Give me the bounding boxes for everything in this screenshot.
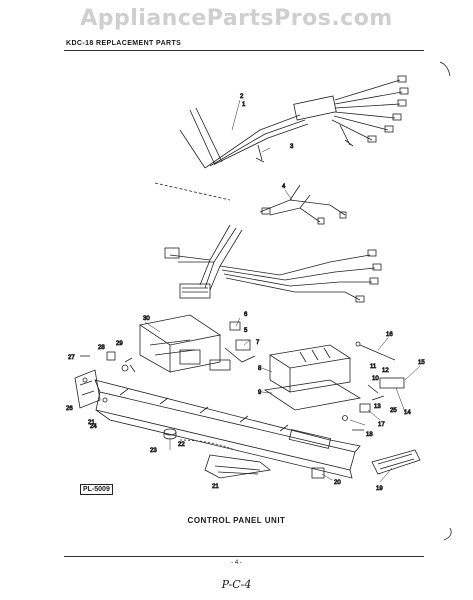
label-part-17: 17	[378, 422, 385, 428]
label-part-4: 4	[282, 184, 286, 190]
switch-parts	[209, 321, 256, 371]
label-part-13: 13	[374, 404, 381, 410]
footer-rule	[64, 556, 424, 557]
label-part-22: 22	[178, 442, 185, 448]
wire-harness-upper	[179, 75, 409, 169]
label-part-2: 2	[240, 94, 244, 100]
label-part-10: 10	[372, 376, 379, 382]
label-part-6: 6	[244, 312, 248, 318]
label-part-21-left: 21	[88, 420, 95, 426]
label-part-15: 15	[418, 360, 425, 366]
right-hardware	[342, 341, 405, 431]
label-part-30: 30	[143, 316, 150, 322]
label-part-20: 20	[334, 480, 341, 486]
handwritten-note: P-C-4	[221, 578, 252, 591]
label-part-16: 16	[386, 332, 393, 338]
right-end-piece	[371, 449, 421, 475]
label-part-23: 23	[150, 448, 157, 454]
wire-harness-lower	[164, 224, 382, 303]
control-panel-bar	[94, 379, 361, 479]
label-part-5: 5	[244, 328, 248, 334]
label-part-11: 11	[370, 364, 377, 370]
page-header-title: KDC-18 REPLACEMENT PARTS	[66, 40, 182, 47]
header-rule	[64, 50, 424, 51]
label-part-24: 24	[90, 424, 97, 430]
label-part-29: 29	[116, 341, 123, 347]
label-part-28: 28	[98, 345, 105, 351]
label-part-18: 18	[366, 432, 373, 438]
label-part-25: 25	[390, 408, 397, 414]
control-box-left	[124, 314, 222, 373]
lower-parts	[163, 428, 325, 479]
dashed-leader-line	[154, 182, 231, 201]
watermark: AppliancePartsPros.com	[80, 6, 393, 31]
control-box-right	[263, 344, 362, 411]
wire-harness-small	[259, 184, 347, 225]
label-part-26: 26	[66, 406, 73, 412]
label-part-1: 1	[242, 102, 246, 108]
label-part-19: 19	[376, 486, 383, 492]
label-part-9: 9	[258, 390, 262, 396]
label-part-12: 12	[382, 368, 389, 374]
margin-mark-top	[439, 61, 451, 77]
label-leaders	[144, 99, 421, 483]
left-end-cap	[74, 351, 129, 409]
page-number: - 4 -	[231, 560, 242, 566]
figure-code: PL-5009	[80, 484, 113, 495]
label-part-21: 21	[212, 484, 219, 490]
margin-mark-bottom	[443, 527, 452, 541]
label-part-27: 27	[68, 355, 75, 361]
label-part-7: 7	[256, 340, 260, 346]
figure-caption: CONTROL PANEL UNIT	[187, 516, 286, 525]
label-part-14: 14	[404, 410, 411, 416]
label-part-3: 3	[290, 144, 294, 150]
label-part-8: 8	[258, 366, 262, 372]
